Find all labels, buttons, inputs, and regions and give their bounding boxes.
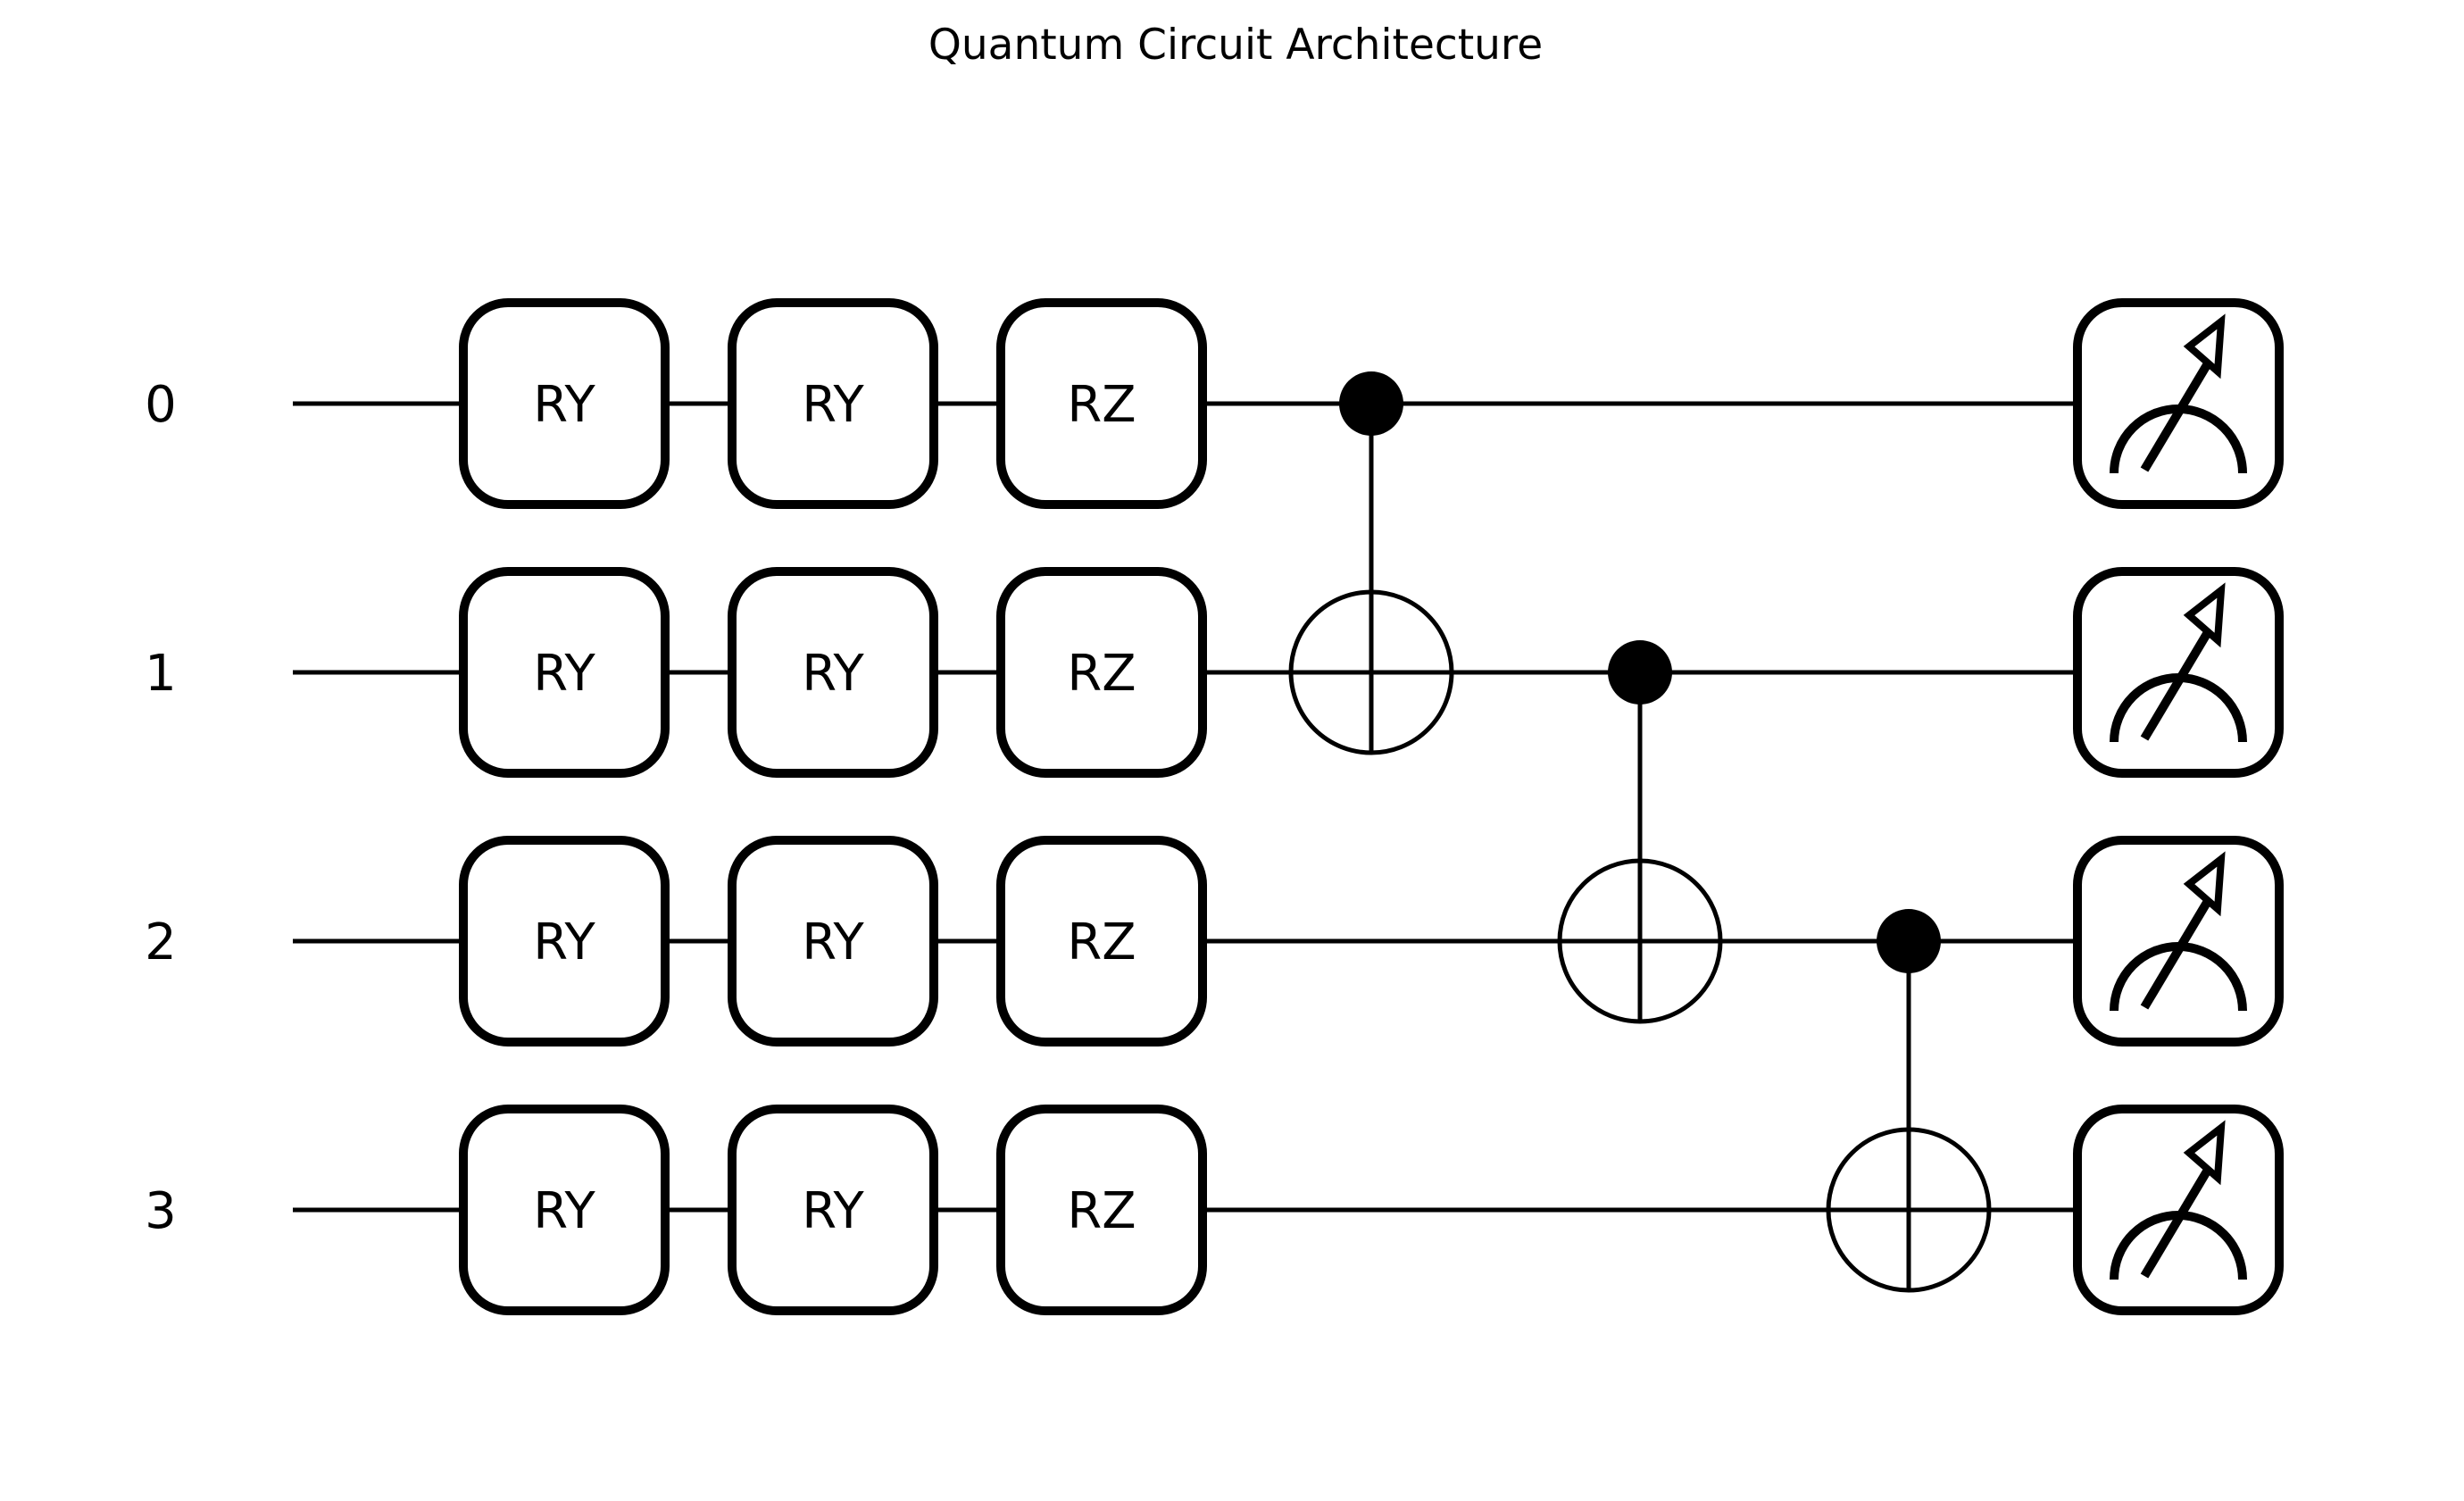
cnot-gate-2-3 (1826, 909, 1992, 1293)
gate-box (459, 836, 670, 1047)
gate-box (996, 1105, 1207, 1315)
gate-label: RY (533, 645, 595, 703)
gate-box (459, 298, 670, 509)
gate-ry-col1-wire3: RY (728, 1105, 938, 1315)
gate-box (996, 567, 1207, 778)
measurement-meter-icon (2110, 1120, 2247, 1280)
gate-label: RY (533, 376, 595, 434)
meter-arrowhead (2183, 1120, 2226, 1186)
gate-ry-col1-wire0: RY (728, 298, 938, 509)
gate-label: RZ (1067, 376, 1136, 434)
meter-needle (2140, 356, 2215, 472)
gate-box (728, 298, 938, 509)
gate-label: RY (802, 1182, 864, 1240)
cnot-control-dot (1339, 371, 1403, 436)
gate-ry-col0-wire1: RY (459, 567, 670, 778)
cnot-control-dot (1608, 640, 1672, 705)
gate-box (459, 567, 670, 778)
wires-layer (293, 401, 2080, 1213)
meter-arrowhead (2183, 582, 2226, 648)
qubit-label-3: 3 (145, 1182, 177, 1240)
gate-label: RY (802, 913, 864, 971)
gate-box (459, 1105, 670, 1315)
measurement-meter-icon (2110, 313, 2247, 474)
measurement-box (2073, 567, 2284, 778)
gate-rz-col2-wire1: RZ (996, 567, 1207, 778)
gate-rz-col2-wire3: RZ (996, 1105, 1207, 1315)
gate-box (728, 836, 938, 1047)
gate-label: RZ (1067, 913, 1136, 971)
measurement-box (2073, 298, 2284, 509)
gate-box (996, 298, 1207, 509)
gates-layer: RY RY RY RY RY RY RY RY RZ RZ RZ RZ (459, 298, 1207, 1315)
cnot-layer (1288, 371, 1992, 1293)
cnot-control-dot (1877, 909, 1941, 973)
cnot-gate-1-2 (1557, 640, 1723, 1024)
cnot-gate-0-1 (1288, 371, 1454, 755)
gate-box (996, 836, 1207, 1047)
measurement-box (2073, 836, 2284, 1047)
gate-ry-col0-wire2: RY (459, 836, 670, 1047)
gate-box (728, 567, 938, 778)
measurement-gate-wire1 (2073, 567, 2284, 778)
meter-needle (2140, 625, 2215, 741)
meter-arrowhead (2183, 313, 2226, 379)
gate-label: RY (802, 376, 864, 434)
gate-label: RY (533, 913, 595, 971)
measurements-layer (2073, 298, 2284, 1315)
qubit-label-2: 2 (145, 913, 177, 971)
gate-ry-col0-wire0: RY (459, 298, 670, 509)
measurement-meter-icon (2110, 851, 2247, 1012)
gate-label: RZ (1067, 645, 1136, 703)
gate-rz-col2-wire0: RZ (996, 298, 1207, 509)
qubit-label-0: 0 (145, 376, 177, 434)
meter-needle (2140, 894, 2215, 1010)
diagram-title: Quantum Circuit Architecture (928, 21, 1543, 70)
measurement-meter-icon (2110, 582, 2247, 743)
measurement-gate-wire0 (2073, 298, 2284, 509)
gate-ry-col1-wire1: RY (728, 567, 938, 778)
gate-label: RY (533, 1182, 595, 1240)
measurement-box (2073, 1105, 2284, 1315)
gate-box (728, 1105, 938, 1315)
gate-label: RZ (1067, 1182, 1136, 1240)
measurement-gate-wire2 (2073, 836, 2284, 1047)
gate-label: RY (802, 645, 864, 703)
wire-labels-layer: 0 1 2 3 (145, 376, 177, 1240)
gate-ry-col0-wire3: RY (459, 1105, 670, 1315)
meter-arrowhead (2183, 851, 2226, 917)
qubit-label-1: 1 (145, 645, 177, 703)
measurement-gate-wire3 (2073, 1105, 2284, 1315)
meter-needle (2140, 1163, 2215, 1279)
gate-ry-col1-wire2: RY (728, 836, 938, 1047)
gate-rz-col2-wire2: RZ (996, 836, 1207, 1047)
